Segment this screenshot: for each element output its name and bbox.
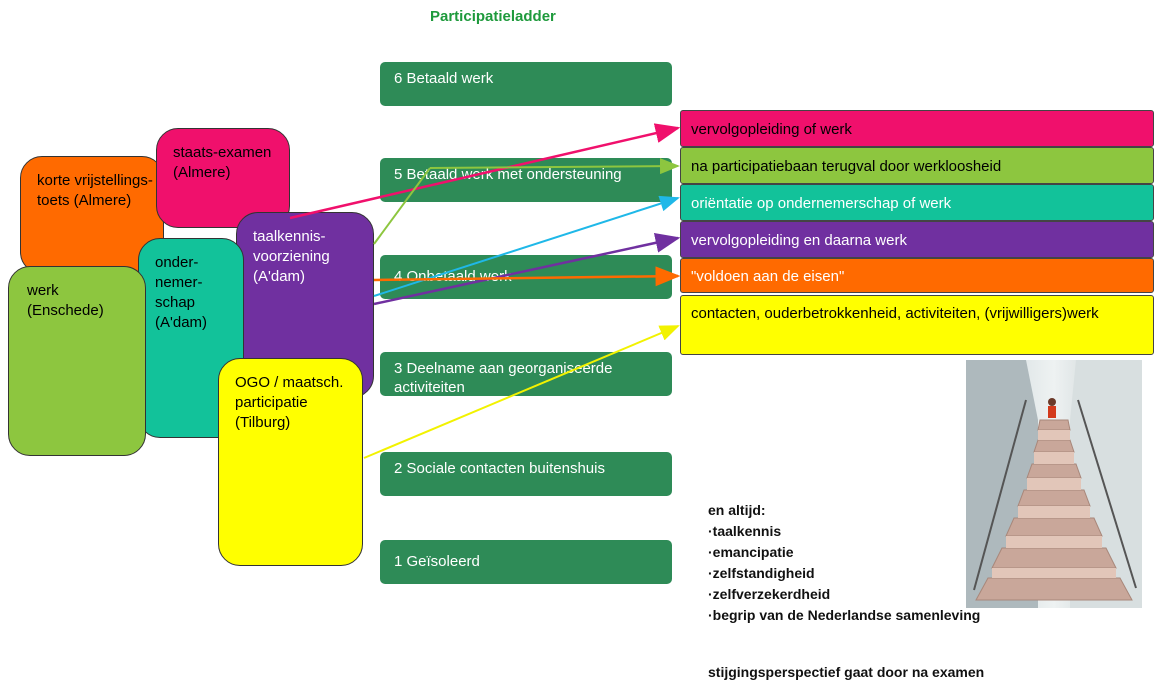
outcome-orientatie-ondernemerschap: oriëntatie op ondernemerschap of werk (680, 184, 1154, 221)
program-korte-vrijstellingstoets: korte vrijstellings-toets (Almere) (20, 156, 164, 274)
always-item: taalkennis (708, 521, 980, 542)
always-item: begrip van de Nederlandse samenleving (708, 605, 981, 626)
arrow-ogo-to-contacten (363, 325, 680, 459)
always-item: zelfverzekerdheid (708, 584, 980, 605)
program-ogo-tilburg: OGO / maatsch. participatie (Tilburg) (218, 358, 363, 566)
outcome-vervolgopleiding-of-werk: vervolgopleiding of werk (680, 110, 1154, 147)
staircase-photo (966, 360, 1142, 608)
outcome-contacten-activiteiten: contacten, ouderbetrokkenheid, activitei… (680, 295, 1154, 355)
diagram-title: Participatieladder (430, 8, 556, 25)
ladder-step-1: 1 Geïsoleerd (380, 540, 672, 584)
outcome-terugval-werkloosheid: na participatiebaan terugval door werklo… (680, 147, 1154, 184)
always-item: emancipatie (708, 542, 980, 563)
footer-note: stijgingsperspectief gaat door na examen (708, 664, 985, 680)
arrow-werk-to-terugval (429, 158, 680, 175)
arrow-vrijstellingstoets-to-eisen (373, 266, 681, 287)
ladder-step-2: 2 Sociale contacten buitenshuis (380, 452, 672, 496)
program-staatsexamen: staats-examen (Almere) (156, 128, 290, 228)
program-werk-enschede: werk (Enschede) (8, 266, 146, 456)
ladder-step-5: 5 Betaald werk met ondersteuning (380, 158, 672, 202)
arrow-staatsexamen-to-vervolgopleiding (289, 123, 681, 220)
ladder-step-3: 3 Deelname aan georganiseerde activiteit… (380, 352, 672, 396)
always-list: en altijd: taalkennis emancipatie zelfst… (708, 500, 980, 626)
arrow-taalkennis-to-vervolgopleiding (373, 233, 681, 306)
arrow-segment-werk (373, 167, 431, 245)
always-item: zelfstandigheid (708, 563, 980, 584)
outcome-voldoen-aan-eisen: "voldoen aan de eisen" (680, 258, 1154, 293)
ladder-step-6: 6 Betaald werk (380, 62, 672, 106)
always-heading: en altijd: (708, 502, 766, 518)
outcome-vervolgopleiding-daarna-werk: vervolgopleiding en daarna werk (680, 221, 1154, 258)
